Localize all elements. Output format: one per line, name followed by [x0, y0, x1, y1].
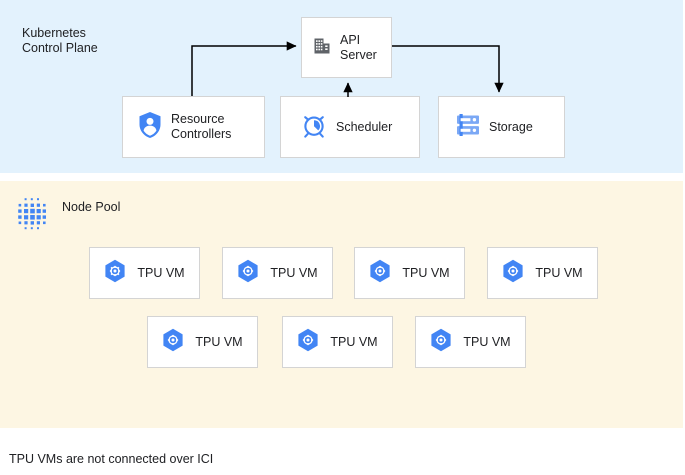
- tpu-vm-label: TPU VM: [463, 334, 511, 349]
- tpu-vm-box[interactable]: TPU VM: [354, 247, 465, 299]
- resource-controllers-node[interactable]: Resource Controllers: [122, 96, 265, 158]
- node-pool-panel: [0, 181, 683, 428]
- node-pool-title: Node Pool: [62, 200, 121, 214]
- tpu-vm-box[interactable]: TPU VM: [415, 316, 526, 368]
- tpu-vm-label: TPU VM: [535, 265, 583, 280]
- tpu-hexagon-icon: [104, 259, 126, 288]
- tpu-vm-box[interactable]: TPU VM: [487, 247, 598, 299]
- tpu-hexagon-icon: [237, 259, 259, 288]
- tpu-hexagon-icon: [162, 328, 184, 357]
- building-icon: [314, 36, 331, 59]
- diagram-caption: TPU VMs are not connected over ICI: [9, 452, 214, 466]
- resource-controllers-label: Resource Controllers: [171, 112, 232, 141]
- storage-label: Storage: [489, 119, 533, 134]
- tpu-vm-label: TPU VM: [270, 265, 318, 280]
- scheduler-label: Scheduler: [336, 119, 393, 134]
- alarm-clock-icon: [301, 112, 327, 143]
- api-server-node[interactable]: API Server: [301, 17, 392, 78]
- tpu-vm-box[interactable]: TPU VM: [89, 247, 200, 299]
- control-plane-title: Kubernetes Control Plane: [22, 26, 98, 55]
- shield-person-icon: [138, 111, 162, 144]
- server-rack-icon: [456, 113, 480, 142]
- tpu-vm-box[interactable]: TPU VM: [222, 247, 333, 299]
- tpu-hexagon-icon: [502, 259, 524, 288]
- storage-node[interactable]: Storage: [438, 96, 565, 158]
- tpu-vm-label: TPU VM: [137, 265, 185, 280]
- tpu-hexagon-icon: [369, 259, 391, 288]
- tpu-vm-box[interactable]: TPU VM: [282, 316, 393, 368]
- tpu-hexagon-icon: [297, 328, 319, 357]
- tpu-hexagon-icon: [430, 328, 452, 357]
- node-pool-dots-icon: [12, 194, 52, 234]
- api-server-label: API Server: [340, 32, 377, 62]
- tpu-vm-label: TPU VM: [330, 334, 378, 349]
- scheduler-node[interactable]: Scheduler: [280, 96, 420, 158]
- tpu-vm-box[interactable]: TPU VM: [147, 316, 258, 368]
- tpu-vm-label: TPU VM: [402, 265, 450, 280]
- tpu-vm-label: TPU VM: [195, 334, 243, 349]
